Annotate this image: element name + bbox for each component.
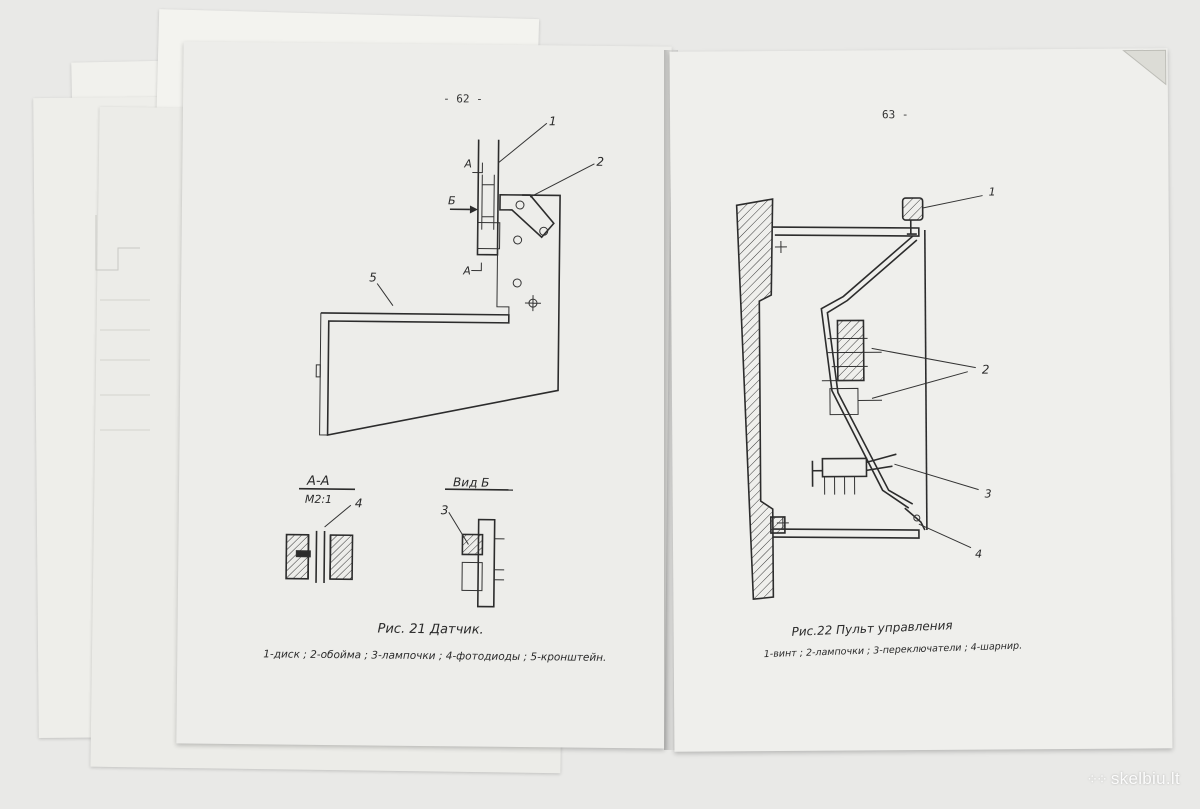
screw-icon (539, 226, 549, 236)
leader-line-2 (871, 347, 976, 399)
callout-4: 4 (355, 496, 363, 510)
leader-line-5 (376, 283, 394, 306)
section-aa-scale: М2:1 (305, 493, 332, 506)
arrowhead-icon (469, 205, 478, 214)
callout-2: 2 (596, 155, 604, 169)
watermark-text: skelbiu.lt (1110, 769, 1180, 788)
section-a-top-label: А (463, 157, 472, 170)
toggle-lever (811, 453, 897, 487)
leader-line-4 (918, 523, 972, 549)
wall-screw-icon (776, 516, 789, 529)
callout-3: 3 (985, 488, 992, 501)
toggle-switch (821, 457, 868, 478)
disc-detail (481, 174, 495, 230)
callout-4: 4 (975, 548, 982, 561)
screw-shaft (906, 220, 917, 235)
mounting-wall (735, 198, 775, 601)
screw-icon (513, 235, 523, 245)
lamp-bank (836, 319, 865, 382)
holder-plate (499, 193, 555, 239)
leader-line-1 (498, 122, 548, 164)
figure-22-drawing: 1 2 3 4 (735, 49, 1167, 601)
leader-line-1 (922, 195, 983, 209)
housing-wall (924, 229, 928, 530)
hinge-arm (904, 507, 926, 531)
dots-logo-icon: ⁘⁘ (1086, 771, 1108, 787)
bracket-outline (320, 194, 561, 436)
mount-strip (496, 249, 510, 315)
screw-icon (901, 197, 924, 221)
callout-2: 2 (982, 363, 990, 377)
hinge-block (770, 516, 786, 534)
disc-post (476, 139, 500, 256)
section-a-bottom-label: А (462, 264, 471, 277)
watermark: ⁘⁘skelbiu.lt (1086, 769, 1180, 789)
section-aa-drawing (285, 504, 354, 583)
bottom-flange (772, 528, 920, 539)
callout-3: 3 (441, 503, 449, 517)
view-b-drawing (448, 512, 505, 608)
view-b-underline (445, 488, 514, 491)
right-page: 63 - (669, 48, 1173, 752)
figure-21-caption-title: Рис. 21 Датчик. (377, 621, 484, 638)
figure-21-drawing: 1 2 3 4 5 А А Б А-А М2:1 Вид Б (285, 114, 604, 608)
switch-pins (824, 476, 856, 495)
top-flange (772, 226, 920, 237)
callout-1: 1 (549, 114, 557, 128)
screw-icon (512, 278, 522, 288)
left-page: - 62 - (176, 41, 672, 749)
leader-line-3 (894, 463, 979, 491)
callout-5: 5 (369, 270, 377, 284)
hinge-pin-icon (913, 514, 921, 522)
callout-1: 1 (989, 185, 996, 198)
section-a-marks (471, 162, 483, 272)
bracket-edge (319, 312, 328, 436)
lamp-block (477, 222, 501, 250)
screw-icon (515, 200, 525, 210)
folded-corner (1122, 49, 1167, 86)
bracket-slot (315, 364, 321, 378)
crosshair-icon (524, 295, 541, 312)
section-title-underline (299, 487, 356, 491)
switch-body (829, 387, 859, 416)
view-b-title: Вид Б (453, 475, 490, 489)
slanted-panel (820, 235, 914, 509)
lamp-leads (821, 337, 882, 382)
section-aa-title: А-А (306, 474, 330, 489)
wall-screw-icon (774, 240, 787, 253)
leader-line-2 (529, 163, 595, 198)
view-b-arrow-label: Б (448, 194, 456, 207)
